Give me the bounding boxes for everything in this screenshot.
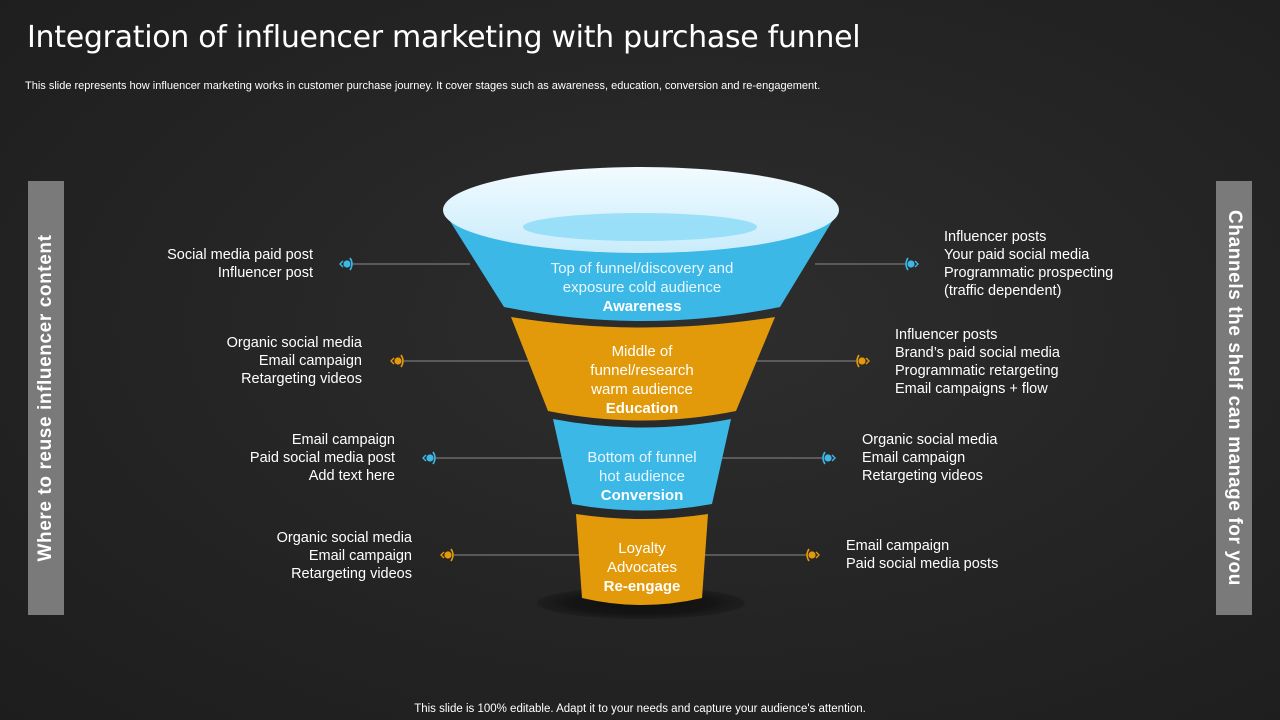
- stage-name-awareness: Awareness: [602, 298, 682, 315]
- left-note-education: Organic social media Email campaign Reta…: [226, 335, 362, 387]
- marker-right-awareness: [905, 257, 919, 271]
- left-side-bar: Where to reuse influencer content: [28, 181, 64, 615]
- marker-right-reengage: [806, 548, 820, 562]
- funnel-stage-conversion: [553, 419, 731, 511]
- right-note-reengage: Email campaign Paid social media posts: [846, 538, 999, 572]
- stage-text-conversion: Bottom of funnel hot audience Conversion: [552, 448, 732, 505]
- right-note-awareness: Influencer posts Your paid social media …: [944, 229, 1114, 299]
- marker-right-conversion: [822, 451, 836, 465]
- connector-lines: [353, 263, 905, 556]
- stage-name-reengage: Re-engage: [603, 578, 681, 595]
- stage-text-education: Middle of funnel/research warm audience …: [532, 342, 752, 418]
- right-note-conversion: Organic social media Email campaign Reta…: [862, 432, 998, 484]
- page-subtitle: This slide represents how influencer mar…: [25, 80, 821, 92]
- stage-text-reengage: Loyalty Advocates Re-engage: [567, 539, 717, 596]
- page-title: Integration of influencer marketing with…: [27, 20, 861, 55]
- funnel-stage-education: [511, 317, 775, 421]
- marker-left-conversion: [422, 451, 436, 465]
- funnel-stage-reengage: [576, 514, 708, 605]
- marker-left-awareness: [339, 257, 353, 271]
- marker-left-reengage: [440, 548, 454, 562]
- left-note-conversion: Email campaign Paid social media post Ad…: [249, 432, 395, 484]
- stage-name-conversion: Conversion: [600, 487, 684, 504]
- right-side-bar: Channels the shelf can manage for you: [1216, 181, 1252, 615]
- connector-markers: [339, 257, 919, 562]
- stage-name-education: Education: [605, 400, 679, 417]
- left-note-awareness: Social media paid post Influencer post: [167, 247, 313, 281]
- marker-right-education: [856, 354, 870, 368]
- right-note-education: Influencer posts Brand’s paid social med…: [895, 327, 1060, 397]
- left-note-reengage: Organic social media Email campaign Reta…: [276, 530, 412, 582]
- stage-text-awareness: Top of funnel/discovery and exposure col…: [512, 259, 772, 316]
- marker-left-education: [390, 354, 404, 368]
- funnel-top-opening: [523, 213, 757, 241]
- page-footer: This slide is 100% editable. Adapt it to…: [414, 703, 866, 715]
